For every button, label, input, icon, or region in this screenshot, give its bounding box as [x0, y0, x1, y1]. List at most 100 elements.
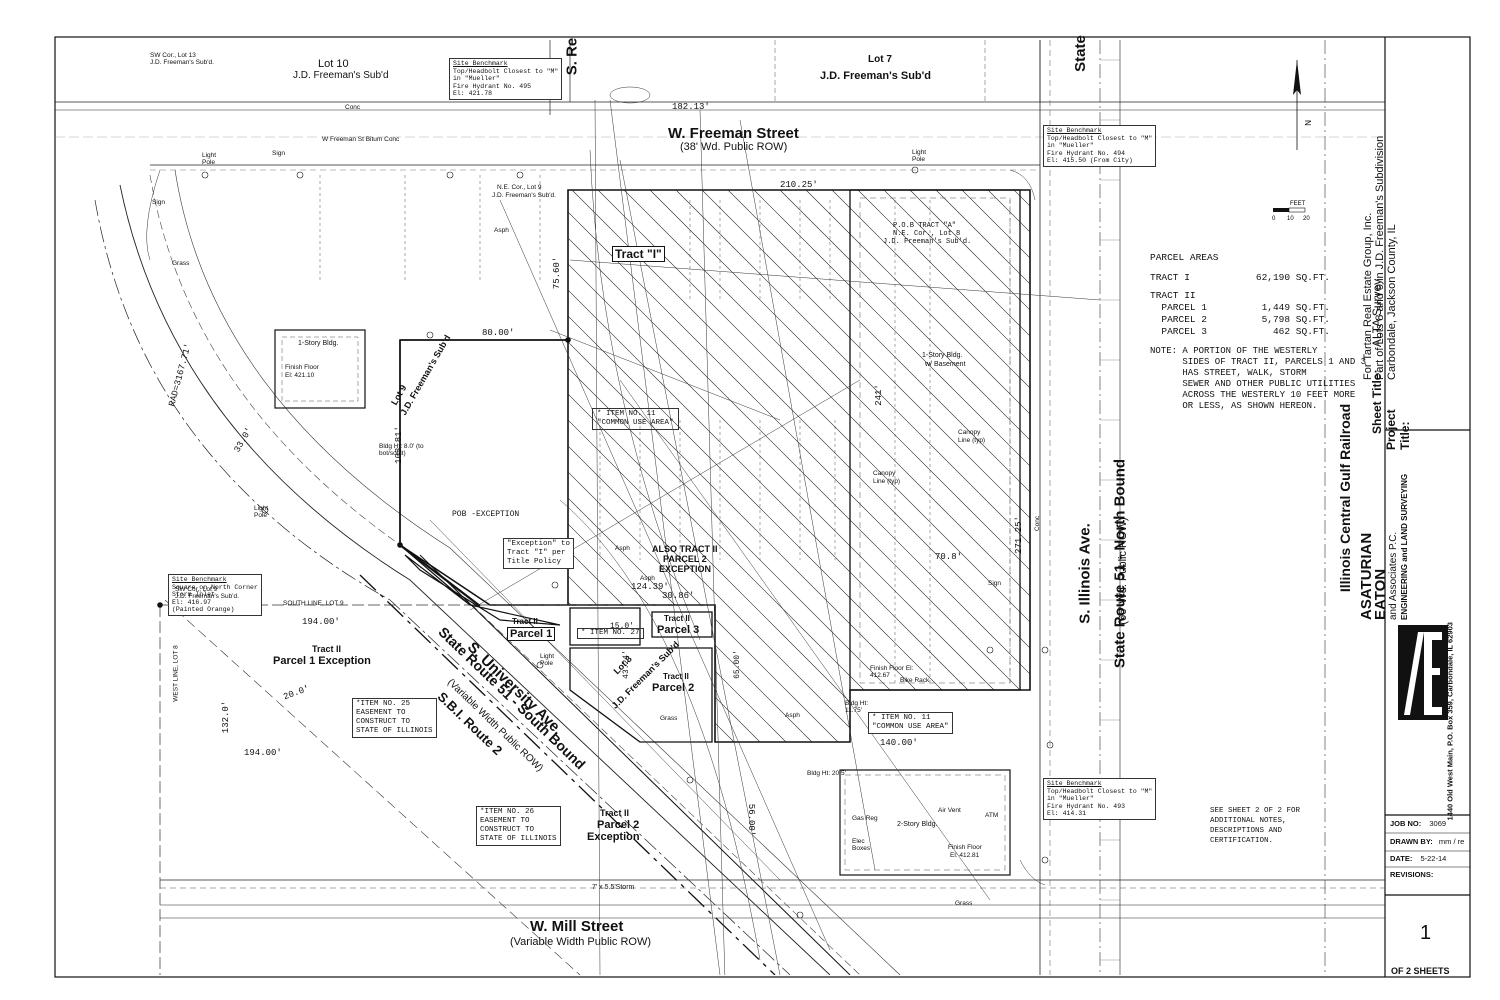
- asph-label-3: Asph: [615, 545, 630, 552]
- parking-stalls: [319, 175, 1011, 685]
- light-pole-symbols: [157, 166, 1054, 919]
- air-vent-label: Air Vent: [938, 807, 961, 814]
- dim-241: 241': [873, 384, 884, 406]
- note-line: OR LESS, AS SHOWN HEREON.: [1150, 401, 1318, 411]
- dim-43-24: 43.24': [621, 650, 631, 679]
- grass-label-3: Grass: [955, 900, 973, 907]
- sw-corner-13: SW Cor., Lot 13: [150, 52, 196, 59]
- east-building-basement: w/ Basement: [925, 361, 966, 368]
- item-27-note: * ITEM NO. 27: [577, 628, 644, 639]
- hatch-line: [769, 190, 1030, 742]
- north-arrow: N: [1293, 60, 1312, 150]
- parcel-area-value: 1,449 SQ.FT.: [1261, 302, 1330, 313]
- hatch-line: [568, 190, 883, 742]
- hatch-line: [568, 190, 1030, 742]
- hatch-line: [873, 190, 1030, 742]
- note-line: HAS STREET, WALK, STORM: [1150, 368, 1307, 378]
- hatch-line: [568, 190, 675, 742]
- grass-label-2: Grass: [660, 715, 678, 722]
- scale-label: FEET: [1290, 201, 1306, 207]
- ne-corner-9: N.E. Cor., Lot 9: [497, 184, 542, 191]
- railroad-label: Illinois Central Gulf Railroad: [1337, 403, 1353, 593]
- firm-block: ASATURIAN EATON and Associates P.C. ENGI…: [1358, 440, 1410, 620]
- hatch-line: [568, 190, 1030, 742]
- firm-name-4: ENGINEERING and LAND SURVEYING: [1400, 473, 1409, 620]
- hatch-line: [0, 180, 466, 760]
- dim-56-00: 56.00': [746, 803, 757, 837]
- hatch-line: [568, 190, 1030, 742]
- dim-75-60: 75.60': [552, 256, 563, 290]
- also-tract-2: PARCEL 2: [663, 554, 707, 564]
- canopy-line-2: Line (typ): [958, 437, 986, 444]
- canopy-label-2: Canopy: [958, 429, 981, 436]
- east-building-label: 1-Story Bldg.: [922, 352, 963, 359]
- parcel-area-row: TRACT II: [1150, 290, 1366, 302]
- hatch-line: [847, 190, 1030, 742]
- hatch-line: [613, 190, 1030, 742]
- hatch-line: [568, 190, 961, 742]
- hatch-line: [568, 190, 987, 742]
- hatch-line: [568, 190, 1030, 742]
- hatch-line: [665, 190, 1030, 742]
- hatch-line: [568, 190, 831, 742]
- right-row-ticks: [1100, 59, 1120, 961]
- hatch-line: [568, 190, 623, 742]
- hatch-line: [899, 190, 1030, 742]
- storm-pipe: 7' x 5.5'Storm: [592, 884, 635, 891]
- pob-exception: POB -EXCEPTION: [452, 510, 520, 519]
- parcel-area-value: 462 SQ.FT.: [1272, 326, 1330, 337]
- light-pole-label-2: Light Pole: [912, 149, 927, 163]
- project-line-1: For Tartan Real Estate Group, Inc.: [1362, 212, 1374, 380]
- revisions-row: REVISIONS:: [1390, 870, 1434, 879]
- sheet-border: [54, 36, 1471, 978]
- ne-corner-9b: J.D. Freeman's Sub'd.: [492, 192, 556, 199]
- mill-street-label: W. Mill Street: [530, 918, 624, 935]
- southeast-building-el: El: 412.81: [950, 852, 980, 859]
- of-sheets: OF 2 SHEETS: [1391, 966, 1450, 976]
- svg-text:N: N: [1303, 120, 1312, 126]
- item-11-note: * ITEM NO. 11"COMMON USE AREA": [592, 408, 679, 430]
- note-line: SIDES OF TRACT II, PARCELS 1 AND 3: [1150, 357, 1367, 367]
- asph-label-4: Asph: [785, 712, 800, 719]
- see-sheet-line: DESCRIPTIONS AND: [1210, 827, 1283, 835]
- hatch-line: [821, 190, 1030, 742]
- hatch-line: [568, 190, 805, 742]
- sign-label-3: Sign: [152, 199, 166, 206]
- finish-floor-label: Finish Floor El: 412.67: [870, 665, 914, 679]
- atm-label: ATM: [985, 812, 999, 819]
- bldg-ht: Bldg Ht: 8.0' (to bot/soffit): [379, 443, 424, 457]
- hatch-line: [587, 190, 1030, 742]
- parcel2-label-b: Parcel 2: [652, 682, 695, 694]
- hatch-line: [639, 190, 1030, 742]
- parcel-3-box: [651, 611, 713, 638]
- state-label: State: [1071, 35, 1089, 72]
- southeast-building-label: 2-Story Bldg.: [897, 821, 938, 828]
- drawn-by-row: DRAWN BY: mm / re: [1390, 837, 1465, 846]
- pob-tract-c: J.D. Freeman's Sub'd.: [883, 238, 972, 246]
- dim-15-0: 15.0': [610, 622, 635, 631]
- conc-label-2: Conc: [1034, 515, 1042, 532]
- sw-corner-13b: J.D. Freeman's Sub'd.: [150, 59, 214, 66]
- light-pole-label-1: Light Pole: [202, 152, 217, 166]
- job-no-row: JOB NO: 3069: [1390, 819, 1447, 828]
- dim-65-00: 65.00': [732, 650, 742, 679]
- east-building: [849, 189, 1021, 691]
- hatch-line: [568, 190, 909, 742]
- sw-corner-9b: J.D. Freeman's Sub'd.: [175, 593, 239, 600]
- pob-tract-b: N.E. Cor., Lot 8: [893, 230, 961, 238]
- west-building: [274, 329, 366, 409]
- freeman-street-label: W. Freeman Street: [668, 125, 799, 142]
- bike-rack: Bike Rack: [900, 677, 930, 684]
- project-line-2: Part of Lots 8 and 9 in J.D. Freeman's S…: [1374, 135, 1386, 380]
- note-line: ACROSS THE WESTERLY 10 FEET MORE: [1150, 390, 1356, 400]
- firm-name-3: and Associates P.C.: [1388, 531, 1399, 620]
